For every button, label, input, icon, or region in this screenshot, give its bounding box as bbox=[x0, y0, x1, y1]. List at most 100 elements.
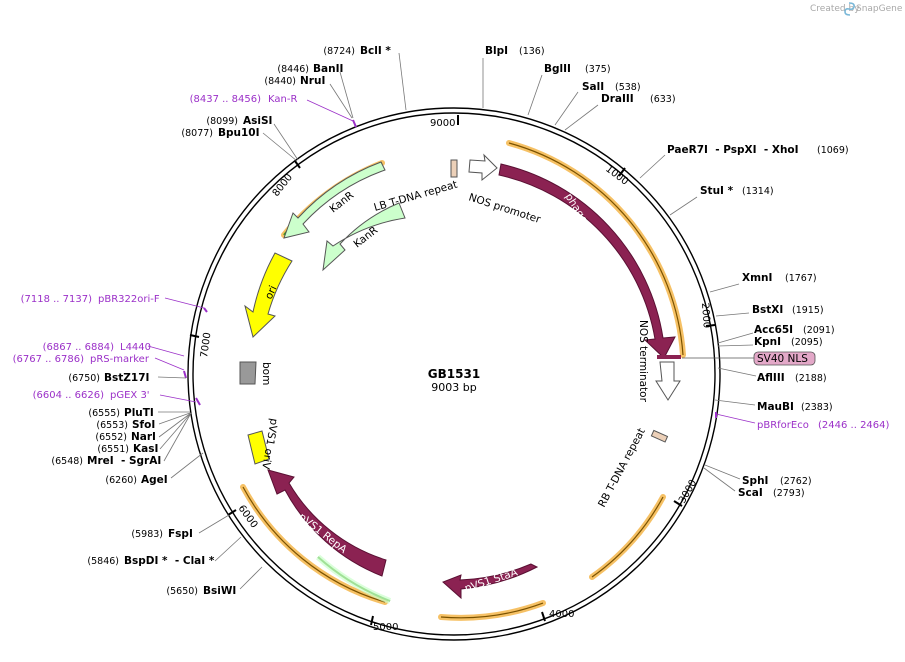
tick-label: 9000 bbox=[430, 118, 455, 129]
orf-repa-outer bbox=[240, 484, 388, 605]
svg-text:pGEX 3': pGEX 3' bbox=[110, 390, 150, 401]
site-bcli: (8724)BclI * bbox=[323, 45, 391, 57]
site-sgrai: (6548)MreI - SgrAI bbox=[51, 455, 161, 467]
site-fspi: (5983)FspI bbox=[131, 528, 192, 540]
lb-label: LB T-DNA repeat bbox=[373, 179, 459, 214]
svg-text:KpnI: KpnI bbox=[754, 336, 781, 348]
integrase-arrow bbox=[498, 163, 676, 359]
svg-text:(2446 .. 2464): (2446 .. 2464) bbox=[818, 420, 890, 431]
svg-text:(1314): (1314) bbox=[742, 186, 774, 197]
svg-text:(1915): (1915) bbox=[792, 305, 824, 316]
svg-text:BanII: BanII bbox=[313, 63, 343, 75]
svg-text:AflIII: AflIII bbox=[757, 372, 785, 384]
pvs1-repa-label: pVS1 RepA bbox=[296, 511, 349, 556]
svg-text:(6551): (6551) bbox=[97, 444, 129, 455]
tick-label: 7000 bbox=[199, 332, 213, 359]
svg-text:AsiSI: AsiSI bbox=[243, 115, 272, 127]
tick-5000: 5000 bbox=[370, 615, 398, 633]
svg-text:(8446): (8446) bbox=[277, 64, 309, 75]
svg-text:(8077): (8077) bbox=[181, 128, 213, 139]
plasmid-length: 9003 bp bbox=[431, 381, 476, 394]
svg-text:(6604 .. 6626): (6604 .. 6626) bbox=[33, 390, 105, 401]
svg-text:SalI: SalI bbox=[582, 81, 604, 93]
svg-text:(8099): (8099) bbox=[206, 116, 238, 127]
svg-text:(136): (136) bbox=[519, 46, 545, 57]
svg-text:(6867 .. 6884): (6867 .. 6884) bbox=[43, 342, 115, 353]
svg-text:(5846): (5846) bbox=[87, 556, 119, 567]
backbone-outer bbox=[187, 107, 721, 641]
orf-rb-region bbox=[589, 494, 666, 580]
svg-text:pBR322ori-F: pBR322ori-F bbox=[98, 294, 160, 305]
site-nrui: (8440)NruI bbox=[264, 75, 325, 87]
svg-text:(1069): (1069) bbox=[817, 145, 849, 156]
pvs1-repa-arrow bbox=[267, 469, 387, 577]
primer-pbr322ori-f: (7118 .. 7137) pBR322ori-F bbox=[21, 294, 160, 305]
svg-text:AgeI: AgeI bbox=[141, 474, 168, 486]
svg-text:MauBI: MauBI bbox=[757, 401, 794, 413]
left-site-labels: (8724)BclI * (8446) BanII (8440)NruI (809… bbox=[51, 45, 391, 597]
tick-1000: 1000 bbox=[603, 164, 630, 188]
site-kasi: (6551)KasI bbox=[97, 443, 158, 455]
tick-9000: 9000 bbox=[430, 115, 459, 129]
svg-text:(7118 .. 7137): (7118 .. 7137) bbox=[21, 294, 93, 305]
svg-text:(6555): (6555) bbox=[88, 408, 120, 419]
svg-text:(5983): (5983) bbox=[131, 529, 163, 540]
plasmid-name: GB1531 bbox=[428, 367, 480, 381]
svg-text:ScaI: ScaI bbox=[738, 487, 763, 499]
nos-promoter-label: NOS promoter bbox=[467, 191, 543, 226]
site-bstz17i: (6750)BstZ17I bbox=[68, 372, 149, 384]
site-pluti: (6555) PluTI bbox=[88, 407, 153, 419]
tick-3000: 3000 bbox=[673, 478, 699, 507]
svg-text:(8437 .. 8456): (8437 .. 8456) bbox=[190, 94, 262, 105]
tick-label: 2000 bbox=[699, 302, 712, 328]
svg-text:Kan-R: Kan-R bbox=[268, 94, 297, 105]
tick-4000: 4000 bbox=[541, 609, 574, 622]
primer-marks bbox=[183, 119, 717, 418]
site-xhoi: PaeR7I - PspXI - XhoI(1069) bbox=[667, 144, 849, 156]
site-agei: (6260) AgeI bbox=[105, 474, 167, 486]
logo-brand: SnapGene bbox=[856, 4, 903, 14]
svg-text:Acc65I: Acc65I bbox=[754, 324, 793, 336]
orf-kanr-lower-highlight bbox=[316, 554, 392, 604]
site-scai: ScaI(2793) bbox=[738, 487, 805, 499]
nos-terminator-arrow bbox=[655, 361, 681, 401]
primer-pgex3: (6604 .. 6626) pGEX 3' bbox=[33, 390, 150, 401]
svg-text:StuI *: StuI * bbox=[700, 185, 734, 197]
svg-text:(375): (375) bbox=[585, 64, 611, 75]
sv40-label: SV40 NLS bbox=[757, 353, 808, 365]
site-xmni: XmnI(1767) bbox=[742, 272, 817, 284]
svg-text:XmnI: XmnI bbox=[742, 272, 772, 284]
svg-text:pBRforEco: pBRforEco bbox=[757, 420, 809, 431]
svg-text:BglII: BglII bbox=[544, 63, 571, 75]
site-afliii: AflIII(2188) bbox=[757, 372, 827, 384]
svg-text:(6750): (6750) bbox=[68, 373, 100, 384]
svg-text:(6260): (6260) bbox=[105, 475, 137, 486]
site-sphi: SphI(2762) bbox=[742, 475, 812, 487]
site-maubi: MauBI(2383) bbox=[757, 401, 833, 413]
svg-text:(8440): (8440) bbox=[264, 76, 296, 87]
svg-text:BstXI: BstXI bbox=[752, 304, 783, 316]
pvs1-oriv-box bbox=[247, 430, 270, 465]
snapgene-logo: Created by SnapGene bbox=[810, 2, 903, 16]
tick-label: 3000 bbox=[677, 478, 699, 506]
site-blpi: BlpI(136) bbox=[485, 45, 545, 57]
svg-text:PluTI: PluTI bbox=[124, 407, 154, 419]
tick-2000: 2000 bbox=[699, 302, 716, 329]
primer-prs-marker: (6767 .. 6786)pRS-marker bbox=[13, 354, 150, 365]
tick-label: 4000 bbox=[549, 609, 574, 620]
primer-leader-lines bbox=[147, 99, 756, 424]
rb-label: RB T-DNA repeat bbox=[596, 426, 648, 509]
svg-text:SfoI: SfoI bbox=[132, 419, 155, 431]
tick-7000: 7000 bbox=[189, 332, 214, 359]
rb-box bbox=[650, 429, 669, 443]
svg-text:(2091): (2091) bbox=[803, 325, 835, 336]
site-kpni: KpnI(2095) bbox=[754, 336, 823, 348]
svg-text:(6553): (6553) bbox=[96, 420, 128, 431]
site-sfoi: (6553) SfoI bbox=[96, 419, 155, 431]
tick-label: 5000 bbox=[373, 622, 398, 633]
svg-text:SphI: SphI bbox=[742, 475, 768, 487]
svg-text:(6552): (6552) bbox=[95, 432, 127, 443]
site-banii: (8446) BanII bbox=[277, 63, 343, 75]
nos-promoter-arrow bbox=[468, 153, 498, 182]
